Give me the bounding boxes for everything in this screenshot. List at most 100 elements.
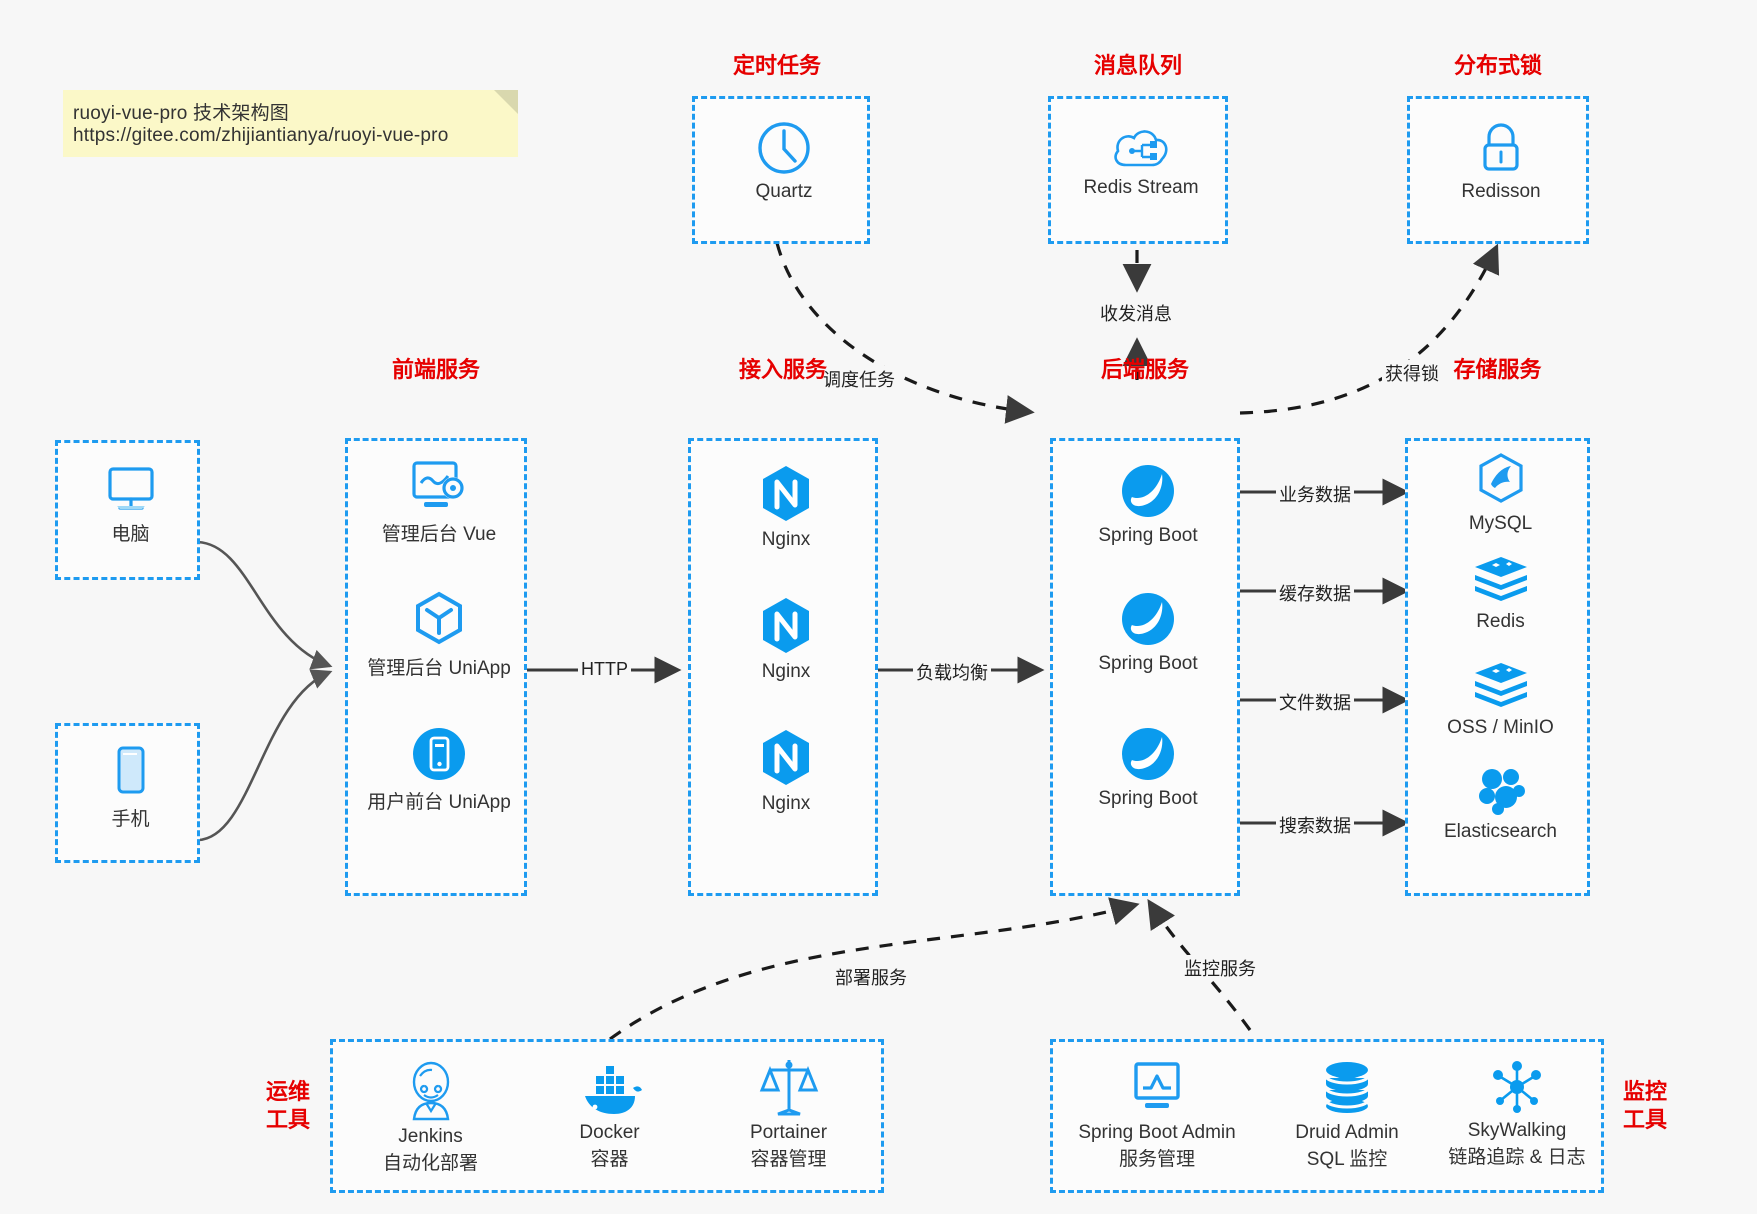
node-spring-boot-2[interactable]: Spring Boot	[1053, 589, 1243, 675]
mobile-app-icon	[413, 728, 465, 780]
node-elasticsearch[interactable]: Elasticsearch	[1408, 763, 1593, 843]
node-label: Elasticsearch	[1444, 821, 1557, 842]
node-quartz[interactable]: Quartz	[695, 119, 873, 203]
node-sublabel: SQL 监控	[1306, 1149, 1388, 1170]
group-box-lock: Redisson	[1407, 96, 1589, 244]
docker-icon	[584, 1066, 642, 1114]
node-portainer[interactable]: Portainer 容器管理	[701, 1056, 876, 1171]
node-redis[interactable]: Redis	[1408, 553, 1593, 633]
node-desktop[interactable]: 电脑	[58, 463, 203, 546]
node-admin-uniapp[interactable]: 管理后台 UniApp	[348, 589, 530, 680]
nginx-icon	[763, 730, 809, 785]
group-box-gateway: Nginx Nginx Nginx	[688, 438, 878, 896]
node-redisson[interactable]: Redisson	[1410, 119, 1592, 203]
redis-icon	[1474, 557, 1527, 601]
node-spring-boot-3[interactable]: Spring Boot	[1053, 724, 1243, 810]
node-skywalking[interactable]: SkyWalking 链路追踪 & 日志	[1431, 1058, 1603, 1169]
group-box-scheduler: Quartz	[692, 96, 870, 244]
node-sublabel: 服务管理	[1118, 1149, 1195, 1170]
node-label: 手机	[111, 809, 150, 830]
devops-title-line1: 运维	[265, 1079, 310, 1104]
database-icon	[1324, 1062, 1370, 1113]
note-fold-icon	[494, 90, 518, 114]
node-label: Redisson	[1461, 181, 1541, 202]
group-box-frontend: 管理后台 Vue 管理后台 UniApp 用户前台 UniApp	[345, 438, 527, 896]
node-label: 用户前台 UniApp	[367, 792, 511, 813]
node-label: 管理后台 UniApp	[367, 658, 511, 679]
node-nginx-3[interactable]: Nginx	[691, 727, 881, 815]
node-label: Spring Boot	[1098, 653, 1198, 674]
group-title-frontend: 前端服务	[391, 357, 480, 382]
group-box-mq: Redis Stream	[1048, 96, 1228, 244]
edge-label-acquire-lock: 获得锁	[1382, 360, 1442, 386]
note-title: ruoyi-vue-pro 技术架构图	[73, 103, 290, 124]
node-nginx-1[interactable]: Nginx	[691, 463, 881, 551]
node-label: 管理后台 Vue	[381, 524, 497, 545]
node-spring-boot-1[interactable]: Spring Boot	[1053, 461, 1243, 547]
node-label: Jenkins	[398, 1126, 463, 1147]
edge-label-monitor-service: 监控服务	[1181, 955, 1259, 981]
node-label: Nginx	[761, 661, 811, 682]
skywalking-icon	[1493, 1061, 1541, 1113]
group-box-desktop-client: 电脑	[55, 440, 200, 580]
node-mysql[interactable]: MySQL	[1408, 451, 1593, 535]
spring-boot-icon	[1122, 593, 1174, 645]
node-label: Quartz	[755, 181, 813, 202]
node-druid-admin[interactable]: Druid Admin SQL 监控	[1261, 1058, 1433, 1171]
edge-label-search-data: 搜索数据	[1276, 812, 1354, 838]
node-sublabel: 容器管理	[750, 1149, 827, 1170]
monitor-title-line1: 监控	[1622, 1079, 1667, 1104]
spring-boot-icon	[1122, 465, 1174, 517]
cube-icon	[416, 591, 462, 645]
node-label: OSS / MinIO	[1447, 717, 1554, 738]
node-label: 电脑	[111, 524, 150, 545]
edge-label-cache-data: 缓存数据	[1276, 580, 1354, 606]
group-title-monitor: 监控 工具	[1615, 1078, 1675, 1133]
nginx-icon	[763, 466, 809, 521]
edge-label-schedule-task: 调度任务	[820, 366, 898, 392]
group-box-backend: Spring Boot Spring Boot Spring Boot	[1050, 438, 1240, 896]
node-admin-vue[interactable]: 管理后台 Vue	[348, 457, 530, 546]
lock-icon	[1483, 123, 1519, 171]
node-user-uniapp[interactable]: 用户前台 UniApp	[348, 725, 530, 814]
mysql-icon	[1478, 453, 1523, 503]
group-box-monitor: Spring Boot Admin 服务管理 Druid Admin SQL 监…	[1050, 1039, 1604, 1193]
dashboard-gear-icon	[412, 461, 464, 507]
desktop-icon	[107, 467, 154, 510]
node-label: Spring Boot Admin	[1078, 1122, 1236, 1143]
devops-title-line2: 工具	[265, 1106, 310, 1132]
node-sublabel: 自动化部署	[382, 1153, 478, 1174]
node-label: MySQL	[1468, 513, 1533, 534]
spring-boot-icon	[1122, 728, 1174, 780]
node-label: Redis Stream	[1083, 177, 1199, 198]
group-title-gateway: 接入服务	[738, 357, 827, 382]
note-url: https://gitee.com/zhijiantianya/ruoyi-vu…	[73, 125, 449, 146]
node-label: Redis	[1476, 611, 1525, 632]
node-docker[interactable]: Docker 容器	[522, 1064, 697, 1171]
node-redis-stream[interactable]: Redis Stream	[1051, 121, 1231, 199]
node-label: Docker	[579, 1122, 640, 1143]
portainer-icon	[759, 1060, 818, 1116]
node-label: Nginx	[761, 793, 811, 814]
cloud-stream-icon	[1114, 130, 1168, 167]
edge-label-send-receive-message: 收发消息	[1097, 300, 1175, 326]
node-nginx-2[interactable]: Nginx	[691, 595, 881, 683]
node-label: Spring Boot	[1098, 525, 1198, 546]
group-box-storage: MySQL Redis OSS / MinIO	[1405, 438, 1590, 896]
elasticsearch-icon	[1478, 769, 1525, 815]
clock-icon	[758, 122, 810, 174]
oss-icon	[1474, 663, 1527, 707]
edge-label-load-balance: 负载均衡	[913, 659, 991, 685]
group-title-backend: 后端服务	[1100, 357, 1189, 382]
group-box-devops: Jenkins 自动化部署 Docker 容器	[330, 1039, 884, 1193]
node-label: Portainer	[749, 1122, 828, 1143]
sticky-note: ruoyi-vue-pro 技术架构图 https://gitee.com/zh…	[63, 90, 518, 157]
node-phone[interactable]: 手机	[58, 744, 203, 831]
node-jenkins[interactable]: Jenkins 自动化部署	[343, 1056, 518, 1175]
node-sublabel: 容器	[590, 1149, 629, 1170]
node-oss-minio[interactable]: OSS / MinIO	[1408, 659, 1593, 739]
node-label: Spring Boot	[1098, 788, 1198, 809]
monitor-chart-icon	[1134, 1062, 1180, 1108]
node-spring-boot-admin[interactable]: Spring Boot Admin 服务管理	[1057, 1058, 1257, 1171]
